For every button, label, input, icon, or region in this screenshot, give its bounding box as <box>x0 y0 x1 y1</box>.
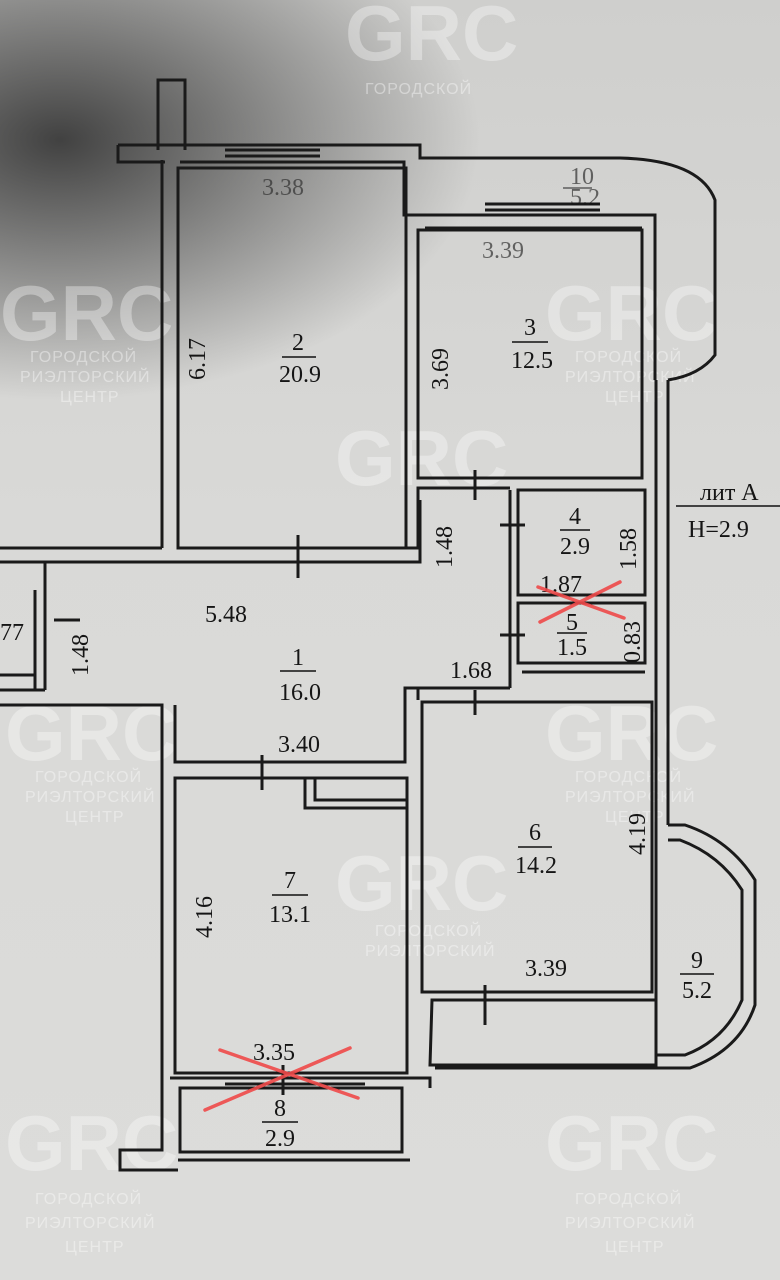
room-7-label: 7 13.1 <box>269 868 311 928</box>
label-text: GRC <box>545 1099 718 1187</box>
dim-closet-height: 1.48 <box>68 634 94 676</box>
room-3-label: 3 12.5 <box>511 315 553 374</box>
label-text: ГОРОДСКОЙ <box>575 767 682 786</box>
label-text: 4 <box>569 504 581 530</box>
walls <box>0 78 757 1172</box>
label-text: РИЭЛТОРСКИЙ <box>25 1213 156 1232</box>
room-2-label: 2 20.9 <box>279 330 321 388</box>
dim-room2-height: 6.17 <box>185 338 211 380</box>
label-text: ЦЕНТР <box>65 1239 125 1256</box>
label-text: 12.5 <box>511 348 553 374</box>
watermark: GRC ГОРОДСКОЙ РИЭЛТОРСКИЙ ЦЕНТР <box>545 1099 718 1256</box>
label-text: 1 <box>292 645 304 671</box>
room-6-label: 6 14.2 <box>515 820 557 879</box>
dim-room7-top: 3.40 <box>278 732 320 758</box>
label-text: GRC <box>5 1099 178 1187</box>
label-text: GRC <box>5 689 178 777</box>
label-text: 5.2 <box>570 185 600 211</box>
dim-hall-width: 5.48 <box>205 602 247 628</box>
dim-hall-side: 1.48 <box>432 526 458 568</box>
label-text: 6 <box>529 820 541 846</box>
strike-mark-room8 <box>203 1046 360 1112</box>
height-label: H=2.9 <box>688 517 749 543</box>
label-text: 5.2 <box>682 978 712 1004</box>
dim-room7-height: 4.16 <box>192 896 218 938</box>
label-text: 9 <box>691 948 703 974</box>
dim-room3-height: 3.69 <box>428 348 454 390</box>
label-text: GRC <box>0 269 173 357</box>
label-text: 7 <box>284 868 296 894</box>
label-text: ГОРОДСКОЙ <box>575 347 682 366</box>
watermarks: GRC ГОРОДСКОЙ GRC ГОРОДСКОЙ РИЭЛТОРСКИЙ … <box>0 0 718 1256</box>
label-text: РИЭЛТОРСКИЙ <box>565 367 696 386</box>
dim-left-partial: 77 <box>0 620 24 646</box>
balcony-10-label: 10 5.2 <box>563 164 600 211</box>
label-text: РИЭЛТОРСКИЙ <box>25 787 156 806</box>
dim-top-room3: 3.39 <box>482 238 524 264</box>
labels: 3.38 3.39 10 5.2 2 20.9 3 12.5 4 2.9 5 1… <box>0 164 780 1152</box>
watermark: GRC ГОРОДСКОЙ РИЭЛТОРСКИЙ ЦЕНТР <box>545 689 718 826</box>
watermark: GRC ГОРОДСКОЙ РИЭЛТОРСКИЙ ЦЕНТР <box>545 269 718 406</box>
label-text: 1.5 <box>557 635 587 661</box>
label-text: 5 <box>566 610 578 636</box>
strike-marks <box>203 580 626 1112</box>
label-text: РИЭЛТОРСКИЙ <box>565 1213 696 1232</box>
label-text: ГОРОДСКОЙ <box>575 1189 682 1208</box>
watermark: GRC ГОРОДСКОЙ РИЭЛТОРСКИЙ ЦЕНТР <box>0 269 173 406</box>
label-text: 13.1 <box>269 902 311 928</box>
level-label: лит А <box>700 480 759 506</box>
room-5-label: 5 1.5 <box>557 610 587 661</box>
label-text: ЦЕНТР <box>60 389 120 406</box>
dim-top-room2: 3.38 <box>262 175 304 201</box>
dim-room5-height: 0.83 <box>620 621 646 663</box>
room-9-label: 9 5.2 <box>680 948 714 1004</box>
label-text: 14.2 <box>515 853 557 879</box>
label-text: РИЭЛТОРСКИЙ <box>365 941 496 960</box>
label-text: ЦЕНТР <box>605 809 665 826</box>
label-text: ЦЕНТР <box>605 389 665 406</box>
dim-hall-lower: 1.68 <box>450 658 492 684</box>
label-text: GRC <box>545 269 718 357</box>
watermark: GRC ГОРОДСКОЙ <box>345 0 518 98</box>
label-text: GRC <box>345 0 518 77</box>
label-text: ГОРОДСКОЙ <box>35 1189 142 1208</box>
label-text: ЦЕНТР <box>65 809 125 826</box>
dim-room6-bottom: 3.39 <box>525 956 567 982</box>
room-8-label: 8 2.9 <box>262 1096 298 1152</box>
label-text: 20.9 <box>279 362 321 388</box>
label-text: 2.9 <box>265 1126 295 1152</box>
dim-room6-height: 4.19 <box>625 813 651 855</box>
label-text: 8 <box>274 1096 286 1122</box>
room-1-label: 1 16.0 <box>279 645 321 706</box>
strike-mark-room4-5 <box>536 580 626 624</box>
label-text: ЦЕНТР <box>605 1239 665 1256</box>
dim-room7-bottom: 3.35 <box>253 1040 295 1066</box>
label-text: ГОРОДСКОЙ <box>30 347 137 366</box>
label-text: GRC <box>545 689 718 777</box>
dim-room4-height: 1.58 <box>616 528 642 570</box>
label-text: 3 <box>524 315 536 341</box>
label-text: 10 <box>570 164 594 190</box>
label-text: ГОРОДСКОЙ <box>375 921 482 940</box>
label-text: ГОРОДСКОЙ <box>35 767 142 786</box>
watermark: GRC ГОРОДСКОЙ РИЭЛТОРСКИЙ ЦЕНТР <box>5 689 178 826</box>
room-4-label: 4 2.9 <box>560 504 590 560</box>
label-text: 16.0 <box>279 680 321 706</box>
label-text: ГОРОДСКОЙ <box>365 79 472 98</box>
label-text: РИЭЛТОРСКИЙ <box>565 787 696 806</box>
label-text: 2 <box>292 330 304 356</box>
watermark: GRC ГОРОДСКОЙ РИЭЛТОРСКИЙ ЦЕНТР <box>5 1099 178 1256</box>
label-text: РИЭЛТОРСКИЙ <box>20 367 151 386</box>
label-text: 2.9 <box>560 534 590 560</box>
